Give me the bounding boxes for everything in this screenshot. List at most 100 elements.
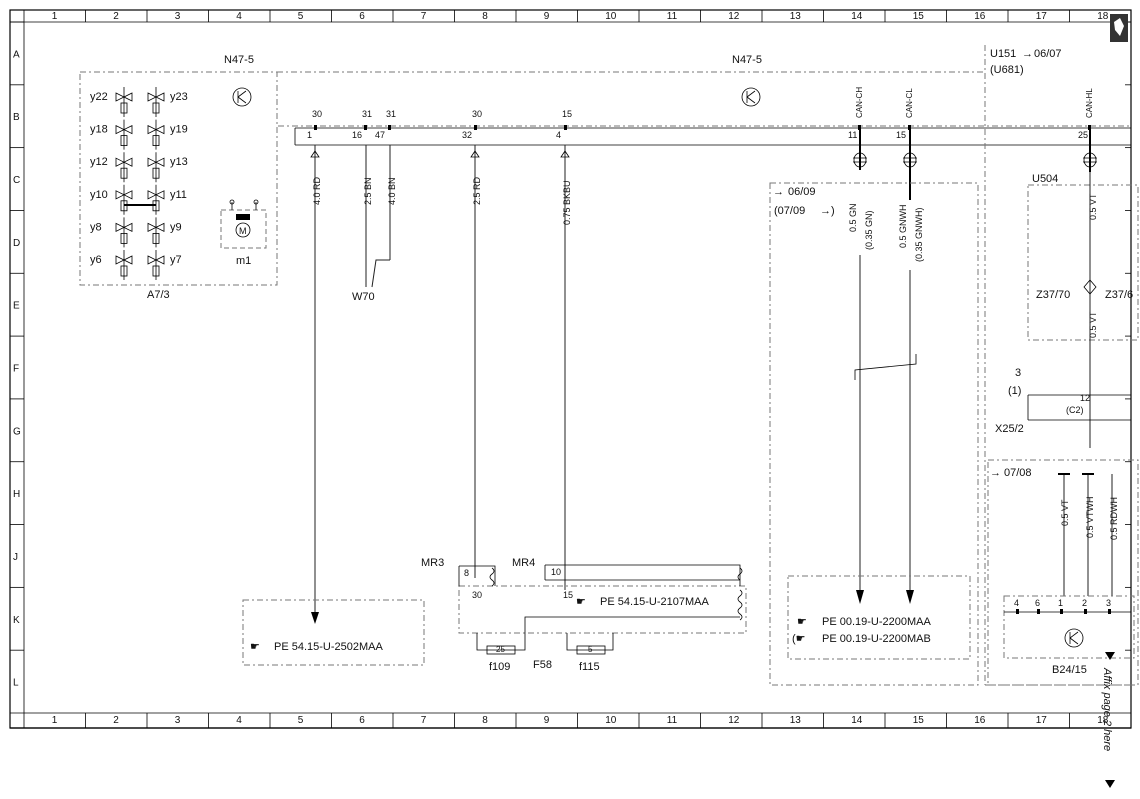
- wire-0-5-gn: 0.5 GN: [848, 203, 858, 232]
- box-0708-label: 07/08: [1004, 467, 1032, 479]
- grid-column-bottom: 8: [482, 715, 488, 726]
- u504-module: [1027, 184, 1139, 341]
- valve-icon: [115, 87, 133, 117]
- grid-column-top: 4: [236, 11, 242, 22]
- pin-16: 31 16: [352, 109, 372, 140]
- svg-text:(☛: (☛: [792, 633, 806, 645]
- b24-15-label: B24/15: [1052, 664, 1087, 676]
- grid-row-label: K: [13, 615, 20, 626]
- grid-column-bottom: 7: [421, 715, 427, 726]
- valve-label: y11: [170, 189, 187, 201]
- grid-column-bottom: 13: [790, 715, 802, 726]
- hand-icon: ☛: [576, 596, 586, 608]
- n47-left-label: N47-5: [224, 54, 254, 66]
- valve-label: y23: [170, 91, 188, 103]
- pin-32: 30 32: [462, 109, 482, 140]
- grid-column-bottom: 16: [974, 715, 986, 726]
- grid-column-bottom: 11: [667, 715, 678, 726]
- grid-row-label: C: [13, 175, 20, 186]
- wire-0-75-bkbu: 0.75 BKBU: [562, 180, 572, 225]
- u681-label: (U681): [990, 64, 1024, 76]
- n47-left-module: [79, 71, 278, 286]
- wire-2-5-rd: 2.5 RD: [472, 176, 482, 205]
- z376-label: Z37/6: [1105, 289, 1133, 301]
- svg-text:11: 11: [848, 130, 857, 140]
- grid-column-top: 8: [482, 11, 488, 22]
- u151-label: U151: [990, 48, 1016, 60]
- pin-1: 30 1: [307, 109, 322, 140]
- valve-label: y7: [170, 254, 182, 266]
- b24-pin: 2: [1082, 598, 1087, 608]
- wire-0-5-vt-a: 0.5 VT: [1088, 193, 1098, 220]
- b24-pin: 4: [1014, 598, 1019, 608]
- svg-text:15: 15: [896, 130, 906, 140]
- svg-text:M: M: [239, 226, 247, 236]
- grid-column-top: 14: [851, 11, 863, 22]
- grid-column-top: 3: [175, 11, 181, 22]
- grid-column-top: 16: [974, 11, 986, 22]
- valve-label: y18: [90, 124, 108, 136]
- box-0609-label: 06/09: [788, 186, 816, 198]
- mr4-pin-15: 15: [563, 590, 573, 600]
- grid-row-label: H: [13, 489, 20, 500]
- valve-icon: [115, 184, 133, 215]
- fuse-box-f58: [458, 585, 747, 634]
- grid-row-label: F: [13, 364, 19, 375]
- grid-column-top: 10: [605, 11, 617, 22]
- valve-label: y9: [170, 221, 182, 233]
- variant-box-0708: [987, 459, 1139, 686]
- b24-pin: 6: [1035, 598, 1040, 608]
- svg-text:5: 5: [588, 645, 593, 654]
- f115-label: f115: [579, 661, 600, 673]
- valve-icon: [147, 87, 165, 117]
- grid-column-bottom: 15: [913, 715, 925, 726]
- grid-column-top: 12: [728, 11, 740, 22]
- wire-0-35-gn: (0.35 GN): [864, 210, 874, 250]
- valve-label: y19: [170, 124, 188, 136]
- valve-label: y8: [90, 221, 102, 233]
- valve-icon: [115, 250, 133, 280]
- mr3-pin-30: 30: [472, 590, 482, 600]
- f58-label: F58: [533, 659, 552, 671]
- n47-right-label: N47-5: [732, 54, 762, 66]
- u504-label: U504: [1032, 173, 1058, 185]
- svg-text:47: 47: [375, 130, 385, 140]
- grid-column-bottom: 12: [728, 715, 740, 726]
- m1-module: [220, 209, 267, 249]
- wire-0-5-vt-b: 0.5 VT: [1088, 311, 1098, 338]
- svg-text:→: →: [990, 467, 1001, 479]
- grid-column-top: 17: [1036, 11, 1048, 22]
- grid-column-bottom: 4: [236, 715, 242, 726]
- can-ch-label: CAN-CH: [855, 87, 864, 118]
- grid-column-top: 15: [913, 11, 925, 22]
- mr3-label: MR3: [421, 557, 444, 569]
- pin-11: 11: [848, 130, 857, 140]
- wire-0-5-vtwh: 0.5 VTWH: [1085, 496, 1095, 538]
- valve-icon: [147, 119, 165, 150]
- grid-column-bottom: 1: [52, 715, 58, 726]
- arrow-down-icon: [1105, 780, 1115, 788]
- valve-icon: [147, 152, 165, 183]
- grid-column-top: 11: [667, 11, 678, 22]
- svg-text:→: →: [1022, 48, 1033, 60]
- grid-row-label: L: [13, 678, 19, 689]
- grid-column-top: 1: [52, 11, 58, 22]
- valve-icon: [147, 217, 165, 248]
- grid-row-label: J: [13, 552, 18, 563]
- can-cl-label: CAN-CL: [905, 88, 914, 118]
- svg-text:31: 31: [386, 109, 396, 119]
- fuse-f115: [576, 645, 606, 655]
- b24-pin: 1: [1058, 598, 1063, 608]
- pin-4: 15 4: [556, 109, 572, 140]
- grid-column-bottom: 14: [851, 715, 863, 726]
- svg-text:15: 15: [562, 109, 572, 119]
- grid-column-bottom: 3: [175, 715, 181, 726]
- x252-pin-alt: (1): [1008, 385, 1021, 397]
- grid-column-bottom: 18: [1097, 715, 1109, 726]
- x252-c2: (C2): [1066, 405, 1084, 415]
- grid-column-bottom: 17: [1036, 715, 1048, 726]
- wire-0-35-gnwh: (0.35 GNWH): [914, 207, 924, 262]
- can-hl-label: CAN-HL: [1085, 88, 1094, 118]
- wire-0-5-gnwh: 0.5 GNWH: [898, 204, 908, 248]
